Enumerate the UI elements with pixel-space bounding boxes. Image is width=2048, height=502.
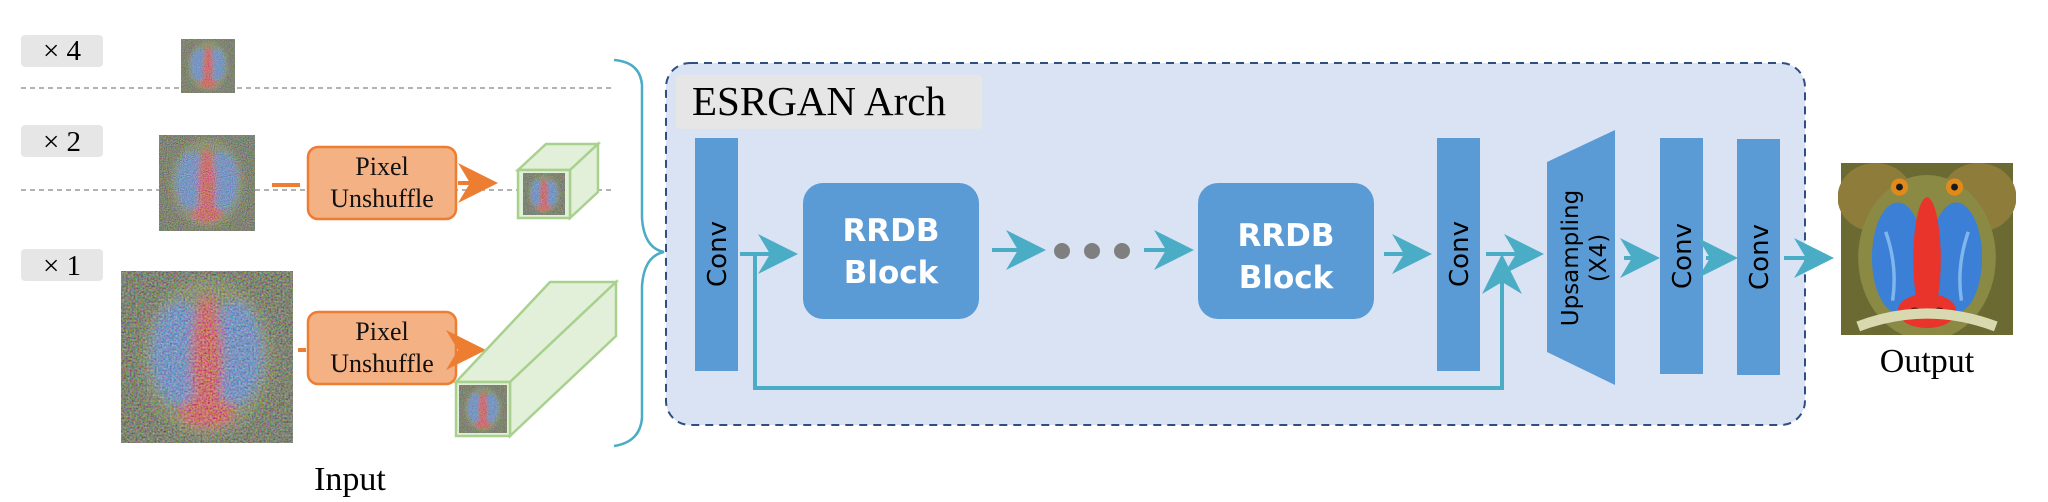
scale-label-x1-bg [21, 249, 103, 281]
scale-label-x1: × 1 [43, 250, 81, 282]
ellipsis-dot [1084, 243, 1100, 259]
pixel-unshuffle-label-x1-line2: Unshuffle [330, 349, 434, 378]
arch-title-bg [676, 75, 982, 129]
scale-label-x2: × 2 [43, 126, 81, 158]
input-brace [613, 58, 665, 448]
rrdb-block-2-line2: Block [1239, 260, 1335, 296]
pixel-unshuffle-box-x2 [306, 145, 458, 221]
conv-block-4-label: Conv [1745, 224, 1775, 290]
conv-block-2-label: Conv [1445, 221, 1475, 287]
feature-cube-x1 [453, 279, 620, 439]
conv-block-1 [695, 138, 738, 371]
arch-title: ESRGAN Arch [692, 78, 946, 124]
input-section: × 4 × 2 × 1 Pixel Unshuffle Pixel Unshuf… [21, 35, 620, 498]
skip-connection [753, 254, 1522, 390]
pixel-unshuffle-label-x1-line1: Pixel [355, 317, 408, 346]
ellipsis-dot [1114, 243, 1130, 259]
conv-block-2 [1437, 138, 1480, 371]
rrdb-block-2 [1198, 183, 1374, 319]
rrdb-block-1-line2: Block [844, 255, 940, 291]
scale-label-x4-bg [21, 35, 103, 67]
upsampling-label-line2: (X4) [1586, 234, 1612, 282]
input-image-x1 [121, 271, 293, 443]
rrdb-block-1 [803, 183, 979, 319]
upsampling-label-line1: Upsampling [1558, 190, 1584, 326]
ellipsis-dot [1054, 243, 1070, 259]
feature-cube-x2-image [523, 173, 565, 215]
scale-label-x2-bg [21, 125, 103, 157]
esrgan-arch: ESRGAN Arch Conv RRDB Block RRDB Block C… [665, 62, 1806, 426]
pixel-unshuffle-label-x2-line1: Pixel [355, 152, 408, 181]
output-image [1838, 163, 2017, 340]
input-caption: Input [314, 461, 386, 498]
rrdb-block-2-line1: RRDB [1237, 218, 1334, 254]
conv-block-1-label: Conv [703, 221, 733, 287]
feature-cube-x2 [514, 141, 602, 221]
pixel-unshuffle-label-x2-line2: Unshuffle [330, 184, 434, 213]
conv-block-4 [1737, 139, 1780, 375]
output-caption: Output [1880, 343, 1975, 380]
conv-block-3-label: Conv [1668, 223, 1698, 289]
rrdb-block-1-line1: RRDB [842, 213, 939, 249]
scale-label-x4: × 4 [43, 35, 82, 67]
conv-block-3 [1660, 138, 1703, 374]
input-image-x4 [181, 39, 235, 93]
upsampling-block [1547, 130, 1615, 385]
feature-cube-x1-image [459, 385, 507, 433]
input-image-x2 [159, 135, 255, 231]
